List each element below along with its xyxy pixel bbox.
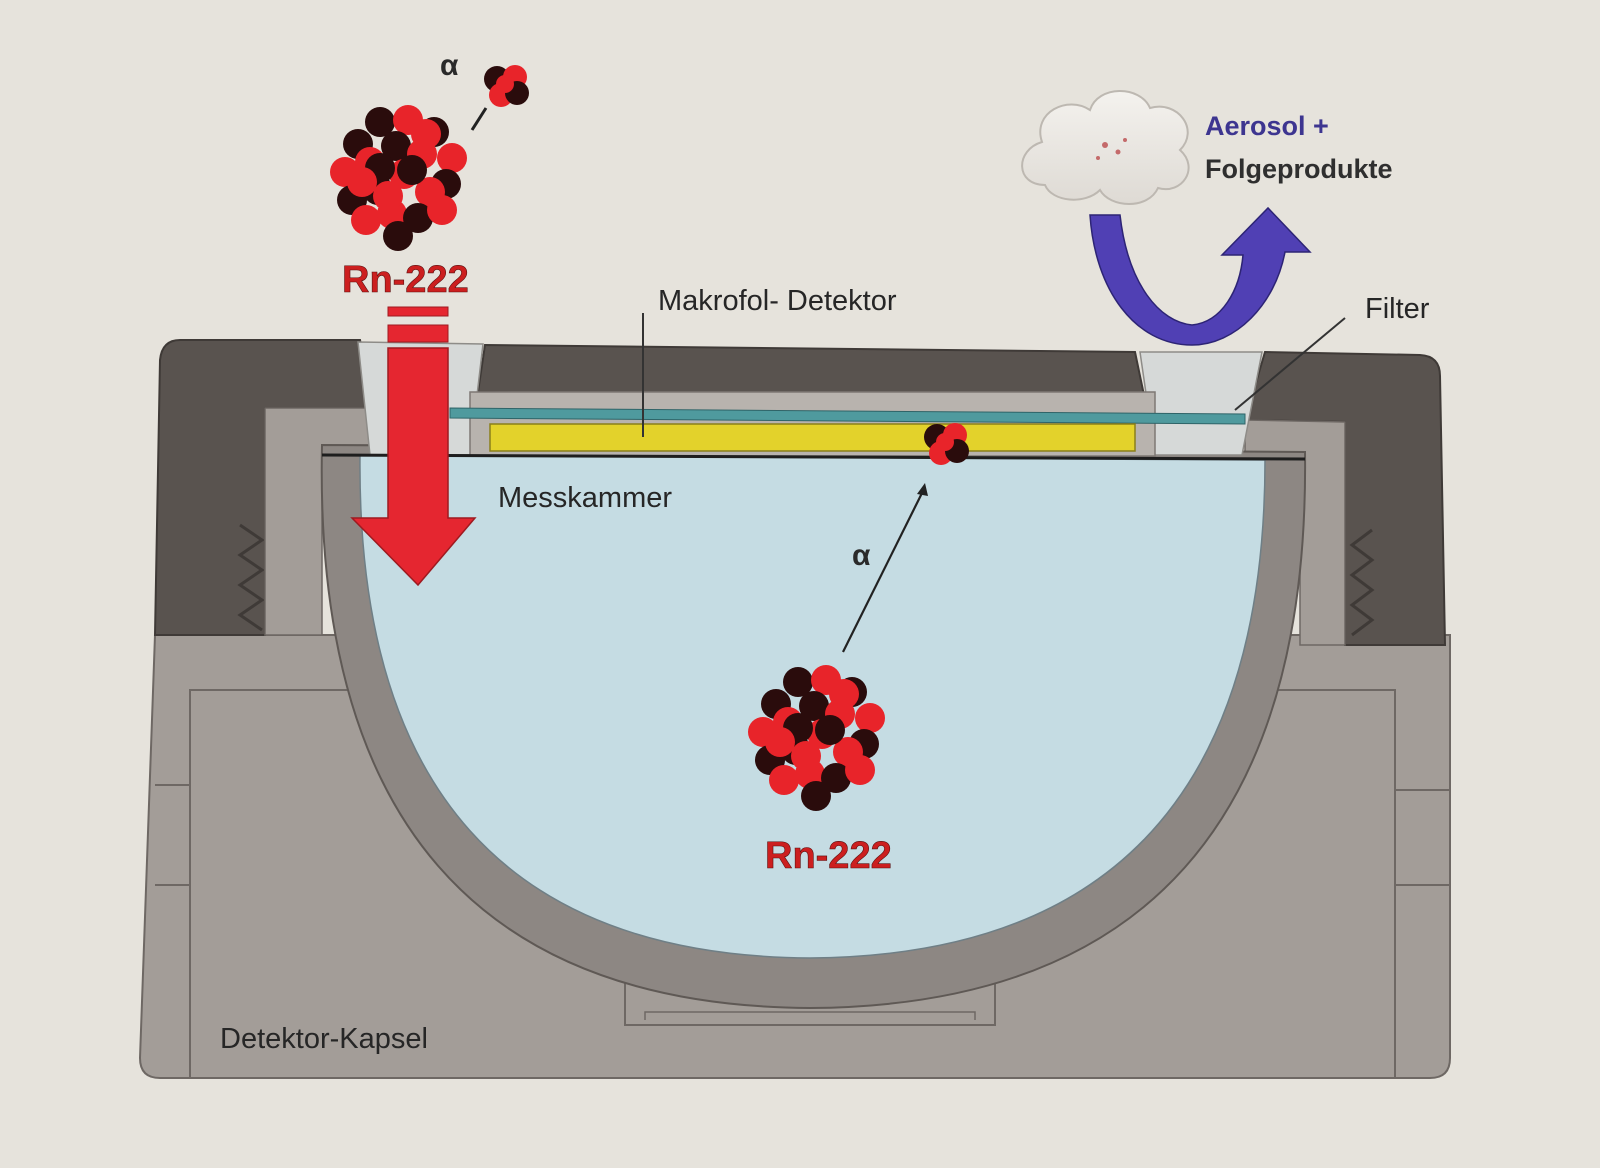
thread-left	[237, 523, 265, 632]
aerosol-label-line2: Folgeprodukte	[1205, 154, 1393, 184]
down-arrow-icon	[350, 306, 477, 587]
aerosol-cloud-icon	[1021, 90, 1190, 205]
radon-atom-icon	[330, 105, 467, 251]
messkammer-label: Messkammer	[498, 482, 672, 514]
rn222-label-bottom: Rn-222	[765, 835, 892, 877]
capsule-foot	[624, 975, 996, 1026]
makrofol-foil	[489, 423, 1136, 452]
chamber-top-edge	[321, 453, 1306, 461]
capsule-foot-inner	[644, 1011, 976, 1020]
u-turn-arrow-icon	[1089, 206, 1312, 346]
filter-strip	[449, 407, 1246, 425]
aerosol-label-line1: Aerosol +	[1205, 111, 1329, 141]
thread-right	[1349, 528, 1375, 637]
filter-leader-line	[1234, 317, 1346, 411]
radon-atom-icon	[748, 665, 885, 811]
filter-label: Filter	[1365, 293, 1430, 325]
alpha-particle-icon	[924, 423, 969, 465]
alpha-label-mid: α	[852, 539, 871, 572]
alpha-label-top: α	[440, 49, 459, 82]
alpha-emission-line-top	[470, 107, 488, 131]
alpha-trajectory-arrowhead	[917, 483, 928, 496]
alpha-trajectory-line	[842, 486, 926, 653]
detektor-kapsel-label: Detektor-Kapsel	[220, 1023, 428, 1055]
capsule-left-ledge-lines	[155, 784, 1450, 886]
rn222-label-top: Rn-222	[342, 259, 469, 301]
makrofol-detector-label: Makrofol- Detektor	[658, 285, 897, 317]
capsule-inner-outline	[189, 689, 1396, 1078]
alpha-particle-icon	[484, 65, 529, 107]
